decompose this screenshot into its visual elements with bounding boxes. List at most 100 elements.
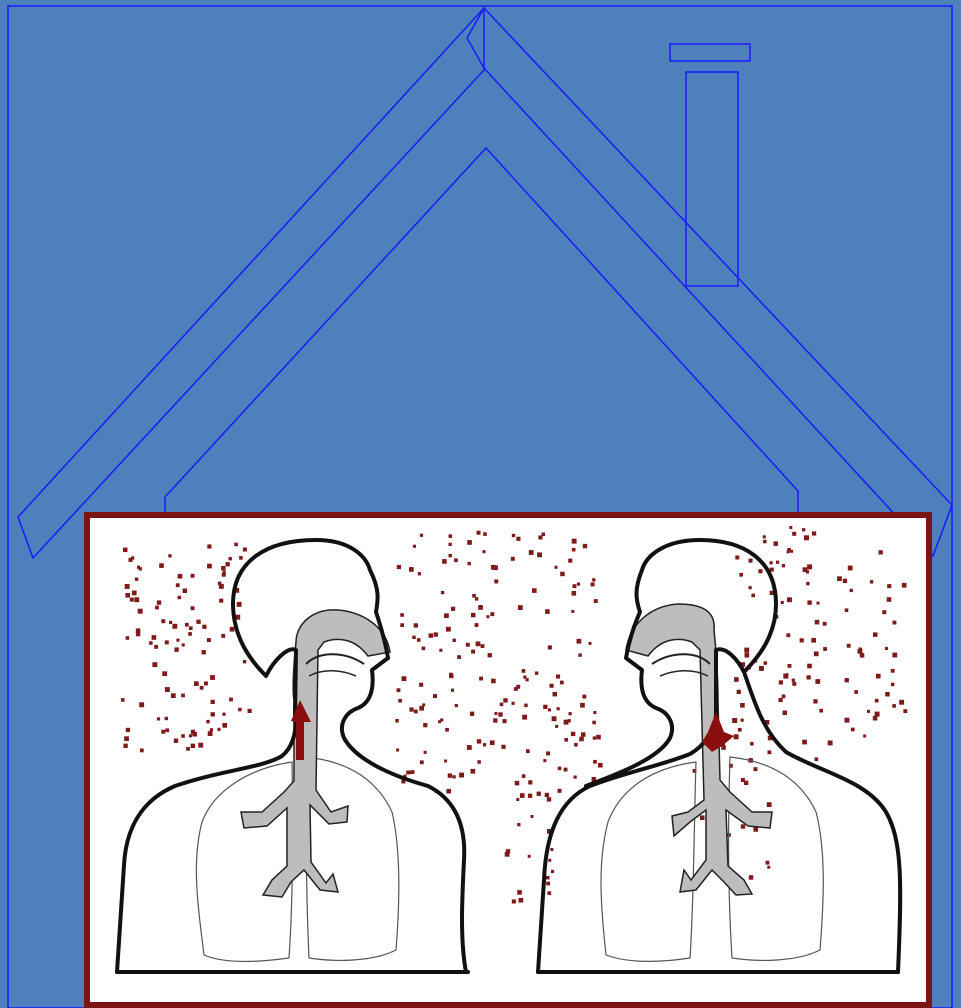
particle-dot bbox=[420, 534, 423, 537]
particle-dot bbox=[511, 557, 515, 561]
particle-dot bbox=[481, 644, 485, 648]
particle-dot bbox=[873, 716, 878, 721]
particle-dot bbox=[891, 669, 895, 673]
particle-dot bbox=[592, 721, 596, 725]
particle-dot bbox=[770, 561, 773, 564]
particle-dot bbox=[429, 633, 433, 637]
particle-dot bbox=[419, 706, 424, 711]
particle-dot bbox=[807, 664, 812, 669]
particle-dot bbox=[467, 540, 472, 545]
particle-dot bbox=[815, 620, 820, 625]
particle-dot bbox=[516, 537, 520, 541]
particle-dot bbox=[470, 712, 474, 716]
particle-dot bbox=[528, 780, 532, 784]
particle-dot bbox=[782, 695, 786, 699]
particle-dot bbox=[783, 711, 788, 716]
particle-dot bbox=[594, 599, 598, 603]
particle-dot bbox=[768, 750, 772, 754]
particle-dot bbox=[564, 768, 568, 772]
particle-dot bbox=[424, 751, 427, 754]
particle-dot bbox=[535, 672, 538, 675]
particle-dot bbox=[560, 681, 564, 685]
particle-dot bbox=[876, 674, 881, 679]
particle-dot bbox=[418, 572, 421, 575]
particle-dot bbox=[592, 578, 595, 581]
particle-dot bbox=[174, 739, 178, 743]
particle-dot bbox=[837, 576, 842, 581]
particle-dot bbox=[550, 684, 554, 688]
particle-dot bbox=[125, 593, 130, 598]
particle-dot bbox=[449, 673, 453, 677]
particle-dot bbox=[734, 734, 739, 739]
particle-dot bbox=[774, 541, 779, 546]
particle-dot bbox=[243, 660, 246, 663]
particle-dot bbox=[139, 567, 142, 570]
particle-dot bbox=[168, 554, 171, 557]
particle-dot bbox=[548, 708, 551, 711]
particle-dot bbox=[522, 715, 527, 720]
particle-dot bbox=[545, 793, 549, 797]
particle-dot bbox=[196, 620, 200, 624]
particle-dot bbox=[828, 741, 833, 746]
particle-dot bbox=[221, 566, 226, 571]
particle-dot bbox=[467, 745, 472, 750]
particle-dot bbox=[476, 641, 481, 646]
particle-dot bbox=[512, 534, 515, 537]
particle-dot bbox=[892, 653, 897, 658]
particle-dot bbox=[448, 773, 452, 777]
particle-dot bbox=[807, 675, 811, 679]
particle-dot bbox=[843, 579, 847, 583]
particle-dot bbox=[165, 640, 169, 644]
particle-dot bbox=[126, 728, 130, 732]
particle-dot bbox=[188, 632, 192, 636]
particle-dot bbox=[520, 793, 525, 798]
particle-dot bbox=[735, 556, 739, 560]
particle-dot bbox=[161, 619, 165, 623]
particle-dot bbox=[902, 583, 907, 588]
particle-dot bbox=[129, 558, 133, 562]
particle-dot bbox=[207, 564, 212, 569]
particle-dot bbox=[524, 704, 528, 708]
particle-dot bbox=[512, 702, 515, 705]
particle-dot bbox=[574, 776, 577, 779]
particle-dot bbox=[417, 638, 421, 642]
particle-dot bbox=[475, 623, 479, 627]
particle-dot bbox=[157, 600, 161, 604]
particle-dot bbox=[222, 723, 227, 728]
particle-dot bbox=[237, 602, 242, 607]
particle-dot bbox=[477, 531, 481, 535]
particle-dot bbox=[194, 681, 199, 686]
particle-dot bbox=[412, 636, 415, 639]
particle-dot bbox=[130, 598, 134, 602]
particle-dot bbox=[230, 627, 235, 632]
particle-dot bbox=[759, 666, 764, 671]
particle-dot bbox=[802, 740, 807, 745]
particle-dot bbox=[526, 678, 529, 681]
particle-dot bbox=[582, 695, 586, 699]
particle-dot bbox=[593, 711, 596, 714]
particle-dot bbox=[763, 535, 766, 538]
particle-dot bbox=[546, 876, 550, 880]
particle-dot bbox=[891, 683, 895, 687]
particle-dot bbox=[885, 647, 888, 650]
particle-dot bbox=[125, 584, 130, 589]
particle-dot bbox=[483, 550, 486, 553]
particle-dot bbox=[781, 601, 784, 604]
particle-dot bbox=[745, 653, 750, 658]
particle-dot bbox=[165, 687, 170, 692]
particle-dot bbox=[741, 778, 745, 782]
particle-dot bbox=[875, 712, 880, 717]
particle-dot bbox=[479, 677, 483, 681]
particle-dot bbox=[873, 632, 878, 637]
particle-dot bbox=[211, 712, 215, 716]
particle-dot bbox=[471, 650, 475, 654]
particle-dot bbox=[598, 763, 603, 768]
particle-dot bbox=[491, 679, 496, 684]
particle-dot bbox=[528, 855, 531, 858]
particle-dot bbox=[802, 528, 805, 531]
particle-dot bbox=[169, 621, 172, 624]
particle-dot bbox=[434, 632, 438, 636]
particle-dot bbox=[477, 760, 481, 764]
particle-dot bbox=[845, 678, 849, 682]
particle-dot bbox=[176, 639, 179, 642]
